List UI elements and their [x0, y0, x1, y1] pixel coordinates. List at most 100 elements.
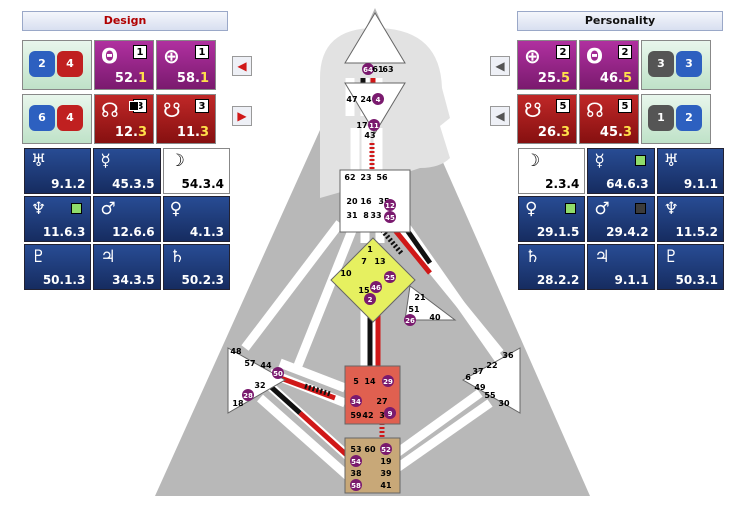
personality-planet-glyph-icon: ♅	[663, 151, 679, 171]
gate-label: 58	[351, 482, 361, 490]
gate-label: 54	[351, 458, 361, 466]
gate-label: 46	[371, 284, 381, 292]
design-planet-glyph-icon: ♅	[31, 151, 47, 171]
design-exalt-icon	[129, 101, 139, 111]
gate-label: 2	[368, 296, 373, 304]
gate-label: 61	[372, 65, 384, 74]
design-node-value: 4	[57, 51, 83, 77]
design-gate-value: 12.3	[114, 125, 147, 140]
design-planet-cell[interactable]: ♄ 50.2.3	[162, 244, 230, 290]
personality-arrow-left-icon[interactable]: ◀	[490, 56, 510, 76]
design-arrow-left-icon[interactable]: ◀	[232, 56, 252, 76]
gate-label: 42	[362, 411, 373, 420]
design-planets-grid: ♅9.1.2☿45.3.5☽54.3.4 ♆11.6.3♂12.6.6♀4.1.3…	[24, 148, 230, 290]
personality-line-box: 2	[618, 45, 632, 59]
throat-center	[339, 169, 411, 233]
personality-planet-cell[interactable]: ♇50.3.1	[656, 244, 724, 290]
personality-header: Personality	[517, 11, 723, 31]
gate-marker	[242, 389, 254, 401]
gate-label: 31	[346, 211, 358, 220]
personality-planet-cell[interactable]: ♅9.1.1	[656, 148, 724, 194]
gate-label: 21	[414, 293, 426, 302]
gate-marker	[350, 455, 362, 467]
gate-label: 48	[230, 347, 242, 356]
personality-line-box: 2	[556, 45, 570, 59]
personality-line-box: 5	[618, 99, 632, 113]
gate-label: 29	[383, 378, 393, 386]
gate-label: 26	[405, 317, 415, 325]
design-planet-cell[interactable]: ♀4.1.3	[162, 196, 230, 242]
personality-planet-cell[interactable]: ☿64.6.3	[587, 148, 655, 194]
gate-label: 36	[502, 351, 514, 360]
design-planet-cell[interactable]: ♇50.1.3	[24, 244, 92, 290]
personality-planet-cell[interactable]: ♂ 29.4.2	[587, 196, 655, 242]
design-arrow-right-icon[interactable]: ▶	[232, 106, 252, 126]
design-planet-glyph-icon: ☽	[169, 151, 185, 171]
personality-planet-cell[interactable]: ♆11.5.2	[656, 196, 724, 242]
solar-plexus-center	[461, 347, 521, 414]
ego-center	[404, 285, 457, 321]
gate-label: 50	[273, 370, 283, 378]
personality-planet-value: 29.4.2	[606, 225, 649, 239]
design-planet-cell[interactable]: ☿45.3.5	[93, 148, 161, 194]
personality-planet-value: 50.3.1	[675, 273, 718, 287]
design-line-box: 1	[195, 45, 209, 59]
design-header: Design	[22, 11, 228, 31]
gate-label: 38	[350, 469, 362, 478]
gate-label: 5	[353, 377, 359, 386]
design-planet-cell[interactable]: ♆11.6.3	[24, 196, 92, 242]
gate-label: 53	[350, 445, 361, 454]
gate-label: 64	[363, 66, 373, 74]
personality-fixing-icon	[634, 155, 646, 166]
design-line-box: 1	[133, 45, 147, 59]
design-planet-icon: ☊	[101, 98, 119, 122]
personality-node-value: 3	[648, 51, 674, 77]
design-planet-cell[interactable]: ♂12.6.6	[93, 196, 161, 242]
gate-marker	[372, 93, 384, 105]
personality-arrow-left-icon-2[interactable]: ◀	[490, 106, 510, 126]
personality-gate-value: 26.3	[537, 125, 570, 140]
design-planet-glyph-icon: ♂	[100, 199, 116, 219]
design-gate-value: 52.1	[114, 71, 147, 86]
design-planet-value: 50.2.3	[181, 273, 224, 287]
ajna-center	[344, 82, 406, 134]
personality-planet-cell[interactable]: ♄28.2.2	[518, 244, 586, 290]
design-planet-cell[interactable]: ♅9.1.2	[24, 148, 92, 194]
personality-planet-cell[interactable]: ☽2.3.4	[518, 148, 586, 194]
personality-planet-glyph-icon: ♄	[525, 247, 541, 267]
gate-label: 1	[367, 245, 373, 254]
personality-node-value: 2	[676, 105, 702, 131]
gate-label: 32	[254, 381, 265, 390]
gate-label: 24	[360, 95, 372, 104]
gate-label: 56	[376, 173, 388, 182]
gate-label: 14	[364, 377, 376, 386]
design-planet-cell[interactable]: ♃34.3.5	[93, 244, 161, 290]
personality-planet-cell[interactable]: ♀29.1.5	[518, 196, 586, 242]
gate-label: 52	[381, 446, 391, 454]
design-planet-glyph-icon: ♄	[169, 247, 185, 267]
design-planet-cell[interactable]: ☽54.3.4	[162, 148, 230, 194]
personality-planet-value: 29.1.5	[536, 225, 580, 239]
head-center	[344, 12, 406, 64]
personality-planet-cell[interactable]: ♃9.1.1	[587, 244, 655, 290]
personality-planet-glyph-icon: ♂	[594, 199, 610, 219]
gate-marker	[384, 211, 396, 223]
gate-marker	[364, 293, 376, 305]
